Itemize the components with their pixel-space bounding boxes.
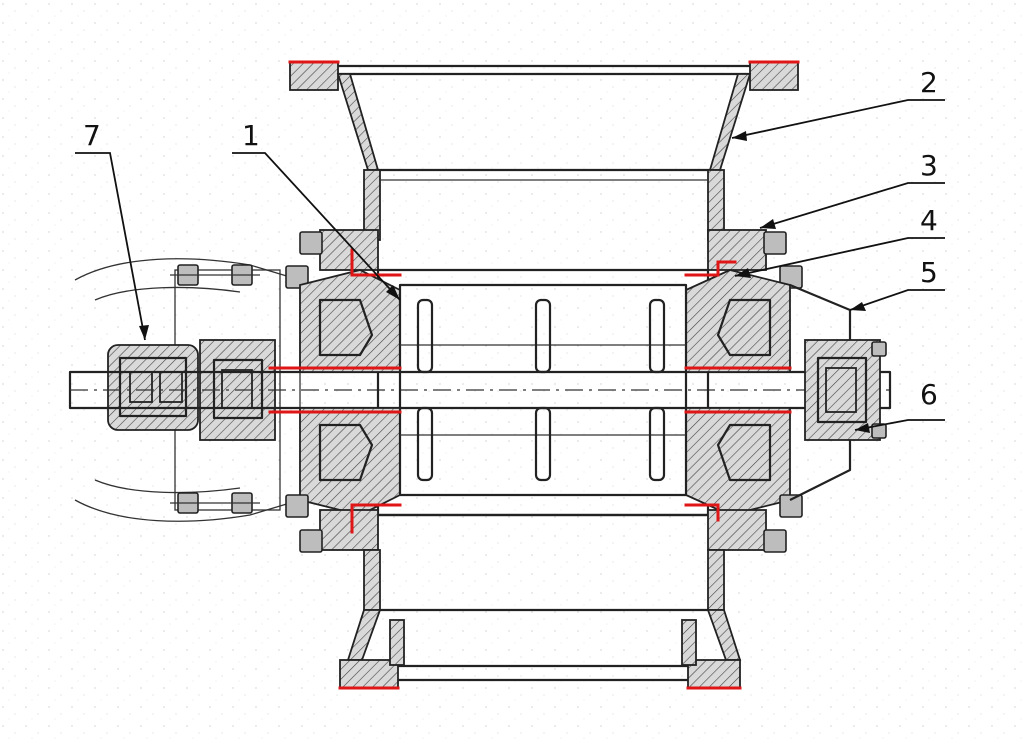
right-bearing-cover xyxy=(789,283,887,501)
left-drive-housing xyxy=(74,258,301,522)
callout-4: 4 xyxy=(920,204,938,237)
drive-shaft xyxy=(68,370,892,410)
callout-6: 6 xyxy=(920,378,938,411)
inlet-hopper xyxy=(289,61,799,241)
highlighted-seal-surfaces xyxy=(268,60,800,690)
callout-2: 2 xyxy=(920,66,938,99)
outlet-section xyxy=(285,494,803,689)
callout-5: 5 xyxy=(920,256,938,289)
housing-body xyxy=(299,268,791,517)
upper-body-flanges xyxy=(285,229,803,289)
leader-lines xyxy=(75,99,945,433)
rotor xyxy=(398,283,688,497)
callout-7: 7 xyxy=(83,119,101,152)
callout-1: 1 xyxy=(242,119,260,152)
callout-3: 3 xyxy=(920,149,938,182)
